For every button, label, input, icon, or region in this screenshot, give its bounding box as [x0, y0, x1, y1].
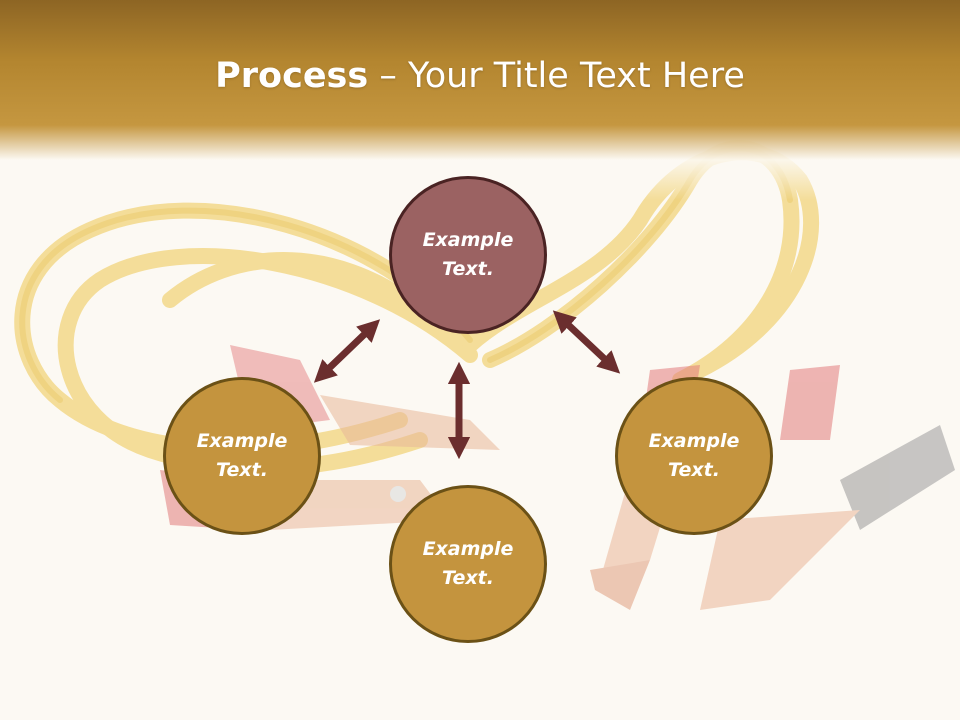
node-top-line1: Example	[422, 229, 514, 251]
title-bold-text: Process	[215, 56, 369, 96]
title-rest-text: – Your Title Text Here	[368, 56, 745, 96]
double-arrow-top-left	[313, 319, 381, 383]
node-top-line2: Text.	[442, 258, 494, 280]
node-right-line1: Example	[648, 430, 740, 452]
process-node-bottom[interactable]: Example Text.	[389, 485, 547, 643]
double-arrow-top-right	[552, 310, 621, 374]
node-right-line2: Text.	[668, 459, 720, 481]
process-node-right[interactable]: Example Text.	[615, 377, 773, 535]
node-left-line1: Example	[196, 430, 288, 452]
title-banner	[0, 0, 960, 200]
node-bottom-line1: Example	[422, 538, 514, 560]
node-bottom-line2: Text.	[442, 567, 494, 589]
slide-title: Process – Your Title Text Here	[0, 54, 960, 98]
process-node-left[interactable]: Example Text.	[163, 377, 321, 535]
process-node-top[interactable]: Example Text.	[389, 176, 547, 334]
node-left-line2: Text.	[216, 459, 268, 481]
